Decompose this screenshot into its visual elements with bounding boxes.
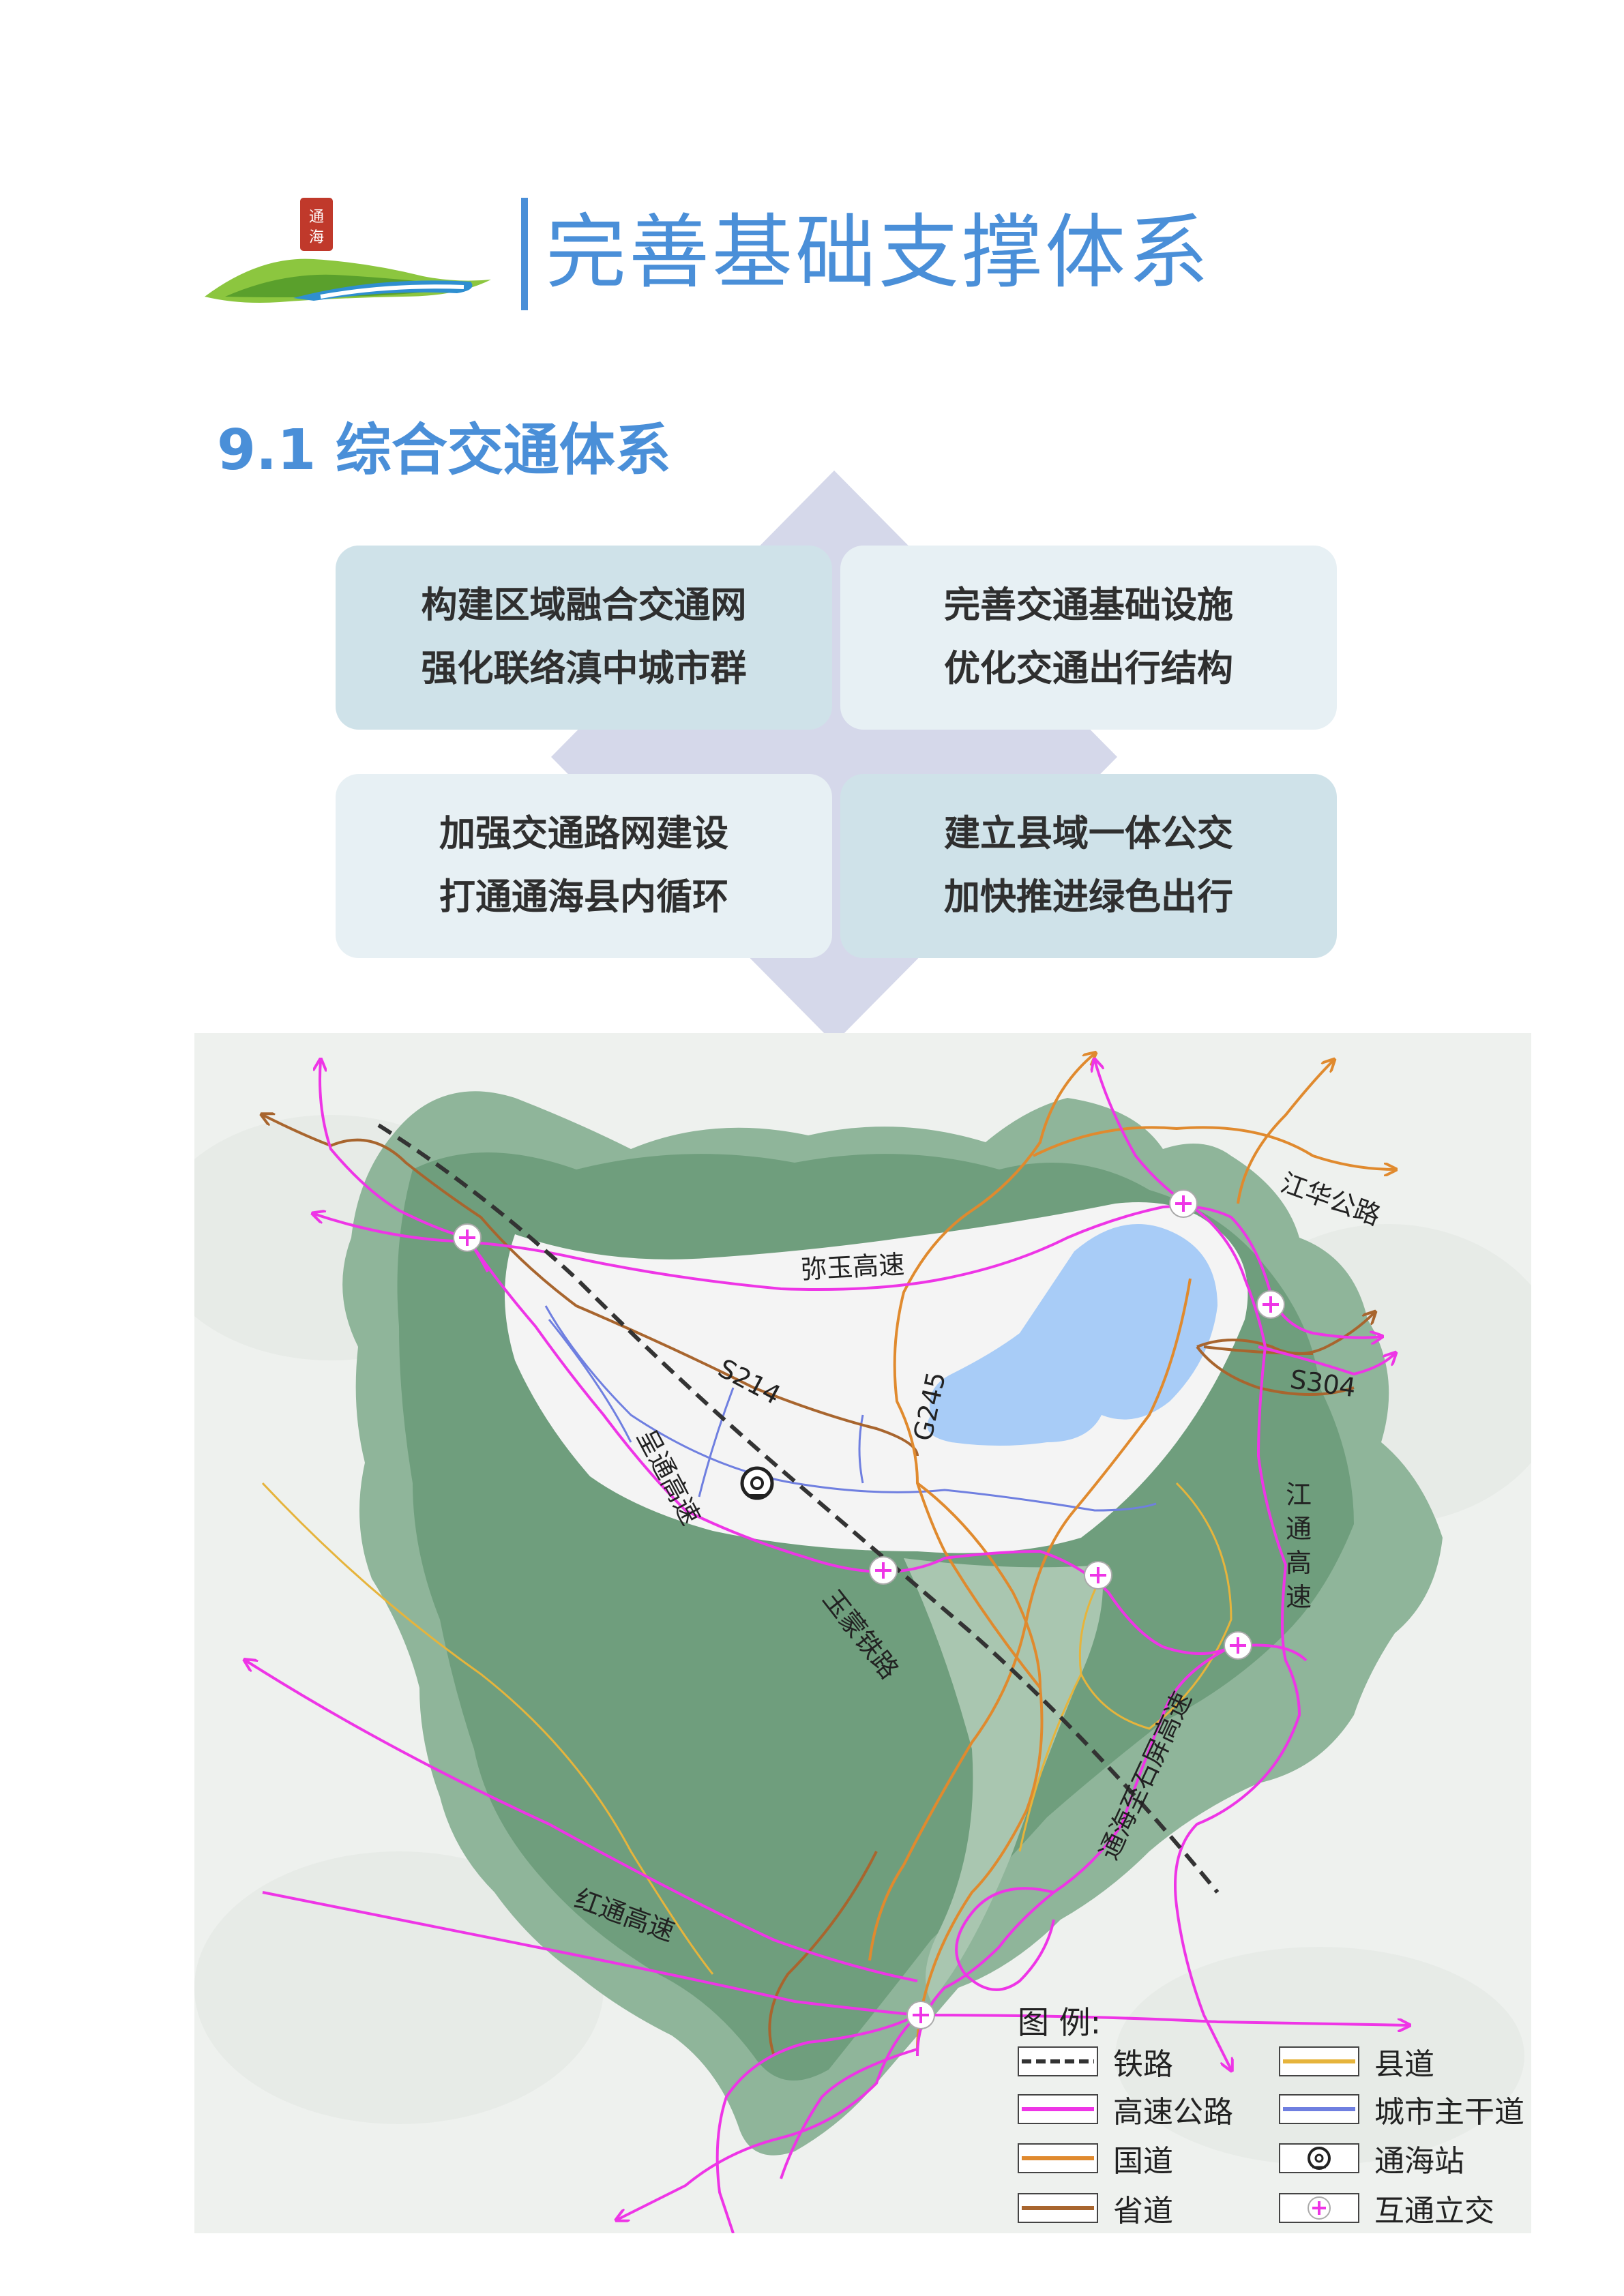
legend-label-national-road: 国道 [1113,2144,1173,2179]
strategy-box-1: 构建区域融合交通网 强化联络滇中城市群 [336,546,832,730]
label-jiangtong-3: 高 [1286,1548,1312,1578]
legend-item-railway: 铁路 [1018,2041,1173,2082]
legend-label-interchange: 互通立交 [1374,2194,1494,2228]
strategy-box-3-line2: 打通通海县内循环 [439,876,728,918]
legend-item-expressway: 高速公路 [1018,2089,1233,2130]
legend-swatch-urban-arterial [1279,2094,1359,2124]
legend-swatch-county-road [1279,2046,1359,2076]
station-icon [740,1466,774,1500]
interchange-icon [1169,1189,1198,1218]
station-icon [1308,2147,1331,2170]
label-jiangtong-4: 速 [1286,1582,1312,1612]
svg-text:通: 通 [309,209,324,226]
page-title: 完善基础支撑体系 [546,205,1212,299]
legend-label-expressway: 高速公路 [1113,2095,1233,2130]
legend-swatch-national-road [1018,2143,1098,2173]
expressways [246,1060,1408,2233]
legend-item-provincial-road: 省道 [1018,2188,1173,2228]
strategy-box-2-line1: 完善交通基础设施 [944,584,1233,627]
interchange-markers [453,1189,1285,2029]
interchange-icon [1084,1561,1112,1590]
strategy-box-1-line1: 构建区域融合交通网 [421,584,747,627]
seal-stamp [300,198,333,251]
strategy-box-1-line2: 强化联络滇中城市群 [421,648,747,689]
strategy-box-4-line1: 建立县域一体公交 [944,813,1233,855]
interchange-icon [1256,1290,1285,1319]
southern-valley [904,1558,1103,2001]
strategy-box-4: 建立县域一体公交 加快推进绿色出行 [840,774,1337,958]
legend-label-provincial-road: 省道 [1113,2194,1173,2228]
svg-text:海: 海 [309,229,324,246]
strategy-box-3: 加强交通路网建设 打通通海县内循环 [336,774,832,958]
legend-item-county-road: 县道 [1279,2041,1434,2082]
interchange-icon [453,1223,482,1252]
yumeng-railway [377,1123,1220,1894]
legend-swatch-provincial-road [1018,2193,1098,2223]
legend-label-railway: 铁路 [1113,2047,1173,2082]
section-title: 9.1 综合交通体系 [217,418,671,483]
legend-item-urban-arterial: 城市主干道 [1279,2089,1524,2130]
interchange-icon [869,1556,898,1585]
legend-label-county-road: 县道 [1374,2047,1434,2082]
map-legend: 图 例: 铁路 县道 高速公路 城市主干道 国道 通海站 省道 [1016,1998,1535,2233]
label-miyu-expressway: 弥玉高速 [800,1249,905,1285]
strategy-box-2: 完善交通基础设施 优化交通出行结构 [840,546,1337,730]
label-jiangtong-2: 通 [1286,1514,1312,1544]
legend-item-national-road: 国道 [1018,2138,1173,2179]
interchange-icon [1224,1631,1252,1660]
interchange-icon [906,2001,935,2029]
legend-label-station: 通海站 [1374,2144,1464,2179]
county-logo: 通 海 [198,194,498,310]
legend-item-interchange: 互通立交 [1279,2188,1494,2228]
transport-map: 弥玉高速 江华公路 S214 G245 S304 呈通高速 玉蒙铁路 江 通 高… [194,1033,1531,2233]
legend-swatch-station [1279,2143,1359,2173]
strategy-box-2-line2: 优化交通出行结构 [944,648,1233,689]
legend-title: 图 例: [1018,2004,1102,2041]
label-jiangtong-1: 江 [1286,1480,1312,1510]
legend-label-urban-arterial: 城市主干道 [1374,2095,1524,2130]
legend-swatch-expressway [1018,2094,1098,2124]
strategy-box-4-line2: 加快推进绿色出行 [944,876,1233,918]
legend-swatch-interchange [1279,2193,1359,2223]
interchange-icon [1308,2196,1331,2220]
legend-item-station: 通海站 [1279,2138,1464,2179]
title-accent-bar [521,198,528,310]
legend-swatch-railway [1018,2046,1098,2076]
railway-line-icon [1022,2059,1094,2063]
logo-graphic: 通 海 [205,198,491,303]
strategy-box-3-line1: 加强交通路网建设 [439,813,728,855]
